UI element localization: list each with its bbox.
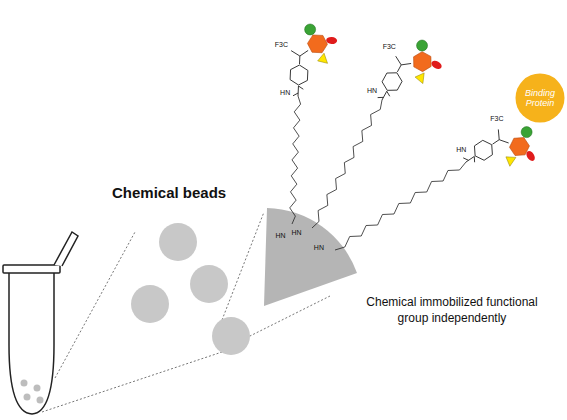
bead bbox=[37, 397, 44, 404]
sugar-ring bbox=[509, 138, 529, 156]
functional-group-circle bbox=[521, 127, 532, 138]
benzene-ring bbox=[382, 73, 402, 91]
bond bbox=[299, 56, 300, 64]
peg-chain bbox=[290, 96, 301, 224]
beads bbox=[131, 223, 250, 355]
bond bbox=[382, 91, 387, 100]
benzene-ring bbox=[474, 140, 492, 160]
chemical-label: HN bbox=[314, 244, 324, 252]
linker-molecule bbox=[335, 127, 537, 250]
bond bbox=[293, 93, 298, 96]
peg-chain bbox=[335, 162, 466, 250]
bond bbox=[291, 51, 300, 56]
functional-group-ellipse bbox=[326, 37, 337, 45]
sugar-ring bbox=[307, 35, 327, 53]
bond bbox=[396, 56, 401, 65]
tube bbox=[3, 232, 78, 414]
bond bbox=[300, 50, 308, 56]
bead bbox=[159, 223, 197, 261]
bead bbox=[21, 380, 28, 387]
node-text: Binding Protein bbox=[521, 88, 559, 109]
bead-surface-wedge bbox=[264, 208, 357, 306]
tube-cap bbox=[54, 232, 78, 266]
protein-circle bbox=[516, 74, 565, 123]
tube-rim bbox=[3, 265, 60, 273]
sugar-ring bbox=[414, 52, 432, 72]
binding-protein-circle: Binding Protein bbox=[515, 73, 565, 123]
functional-group-triangle bbox=[318, 53, 328, 63]
bond bbox=[499, 140, 508, 143]
chemical-label: F3C bbox=[383, 43, 396, 51]
bead bbox=[34, 385, 41, 392]
bond bbox=[498, 129, 500, 139]
chemical-chains bbox=[290, 24, 537, 250]
functional-group-circle bbox=[305, 24, 316, 35]
functional-group-triangle bbox=[415, 73, 424, 84]
bead bbox=[24, 394, 31, 401]
functional-group-circle bbox=[417, 40, 428, 51]
bond bbox=[298, 86, 299, 96]
functional-group-ellipse bbox=[525, 149, 537, 162]
bond bbox=[387, 91, 390, 96]
functional-group-triangle bbox=[506, 157, 516, 166]
benzene-ring bbox=[290, 65, 308, 85]
chemical-label: HN bbox=[275, 232, 285, 240]
chemical-label: HN bbox=[456, 146, 466, 154]
note-label: Chemical immobilized functional group in… bbox=[357, 294, 547, 326]
bond bbox=[463, 158, 468, 160]
bead bbox=[212, 317, 250, 355]
peg-chain bbox=[312, 100, 382, 228]
bond bbox=[401, 63, 411, 64]
chemical-label: F3C bbox=[275, 41, 288, 49]
chemical-label: HN bbox=[367, 87, 377, 95]
bond bbox=[397, 65, 401, 72]
linker-molecule bbox=[312, 40, 443, 228]
heading-label: Chemical beads bbox=[112, 185, 226, 202]
bead bbox=[131, 285, 169, 323]
chemical-label: F3C bbox=[490, 115, 503, 123]
bond bbox=[466, 156, 474, 162]
bead bbox=[190, 265, 228, 303]
chemical-label: HN bbox=[280, 89, 290, 97]
bond bbox=[298, 86, 303, 89]
bond bbox=[493, 140, 500, 144]
bond bbox=[474, 156, 475, 162]
linker-molecule bbox=[290, 24, 338, 224]
tube-body bbox=[9, 272, 54, 414]
functional-group-ellipse bbox=[430, 59, 443, 70]
chemical-label: HN bbox=[292, 229, 302, 237]
bond bbox=[378, 97, 384, 98]
